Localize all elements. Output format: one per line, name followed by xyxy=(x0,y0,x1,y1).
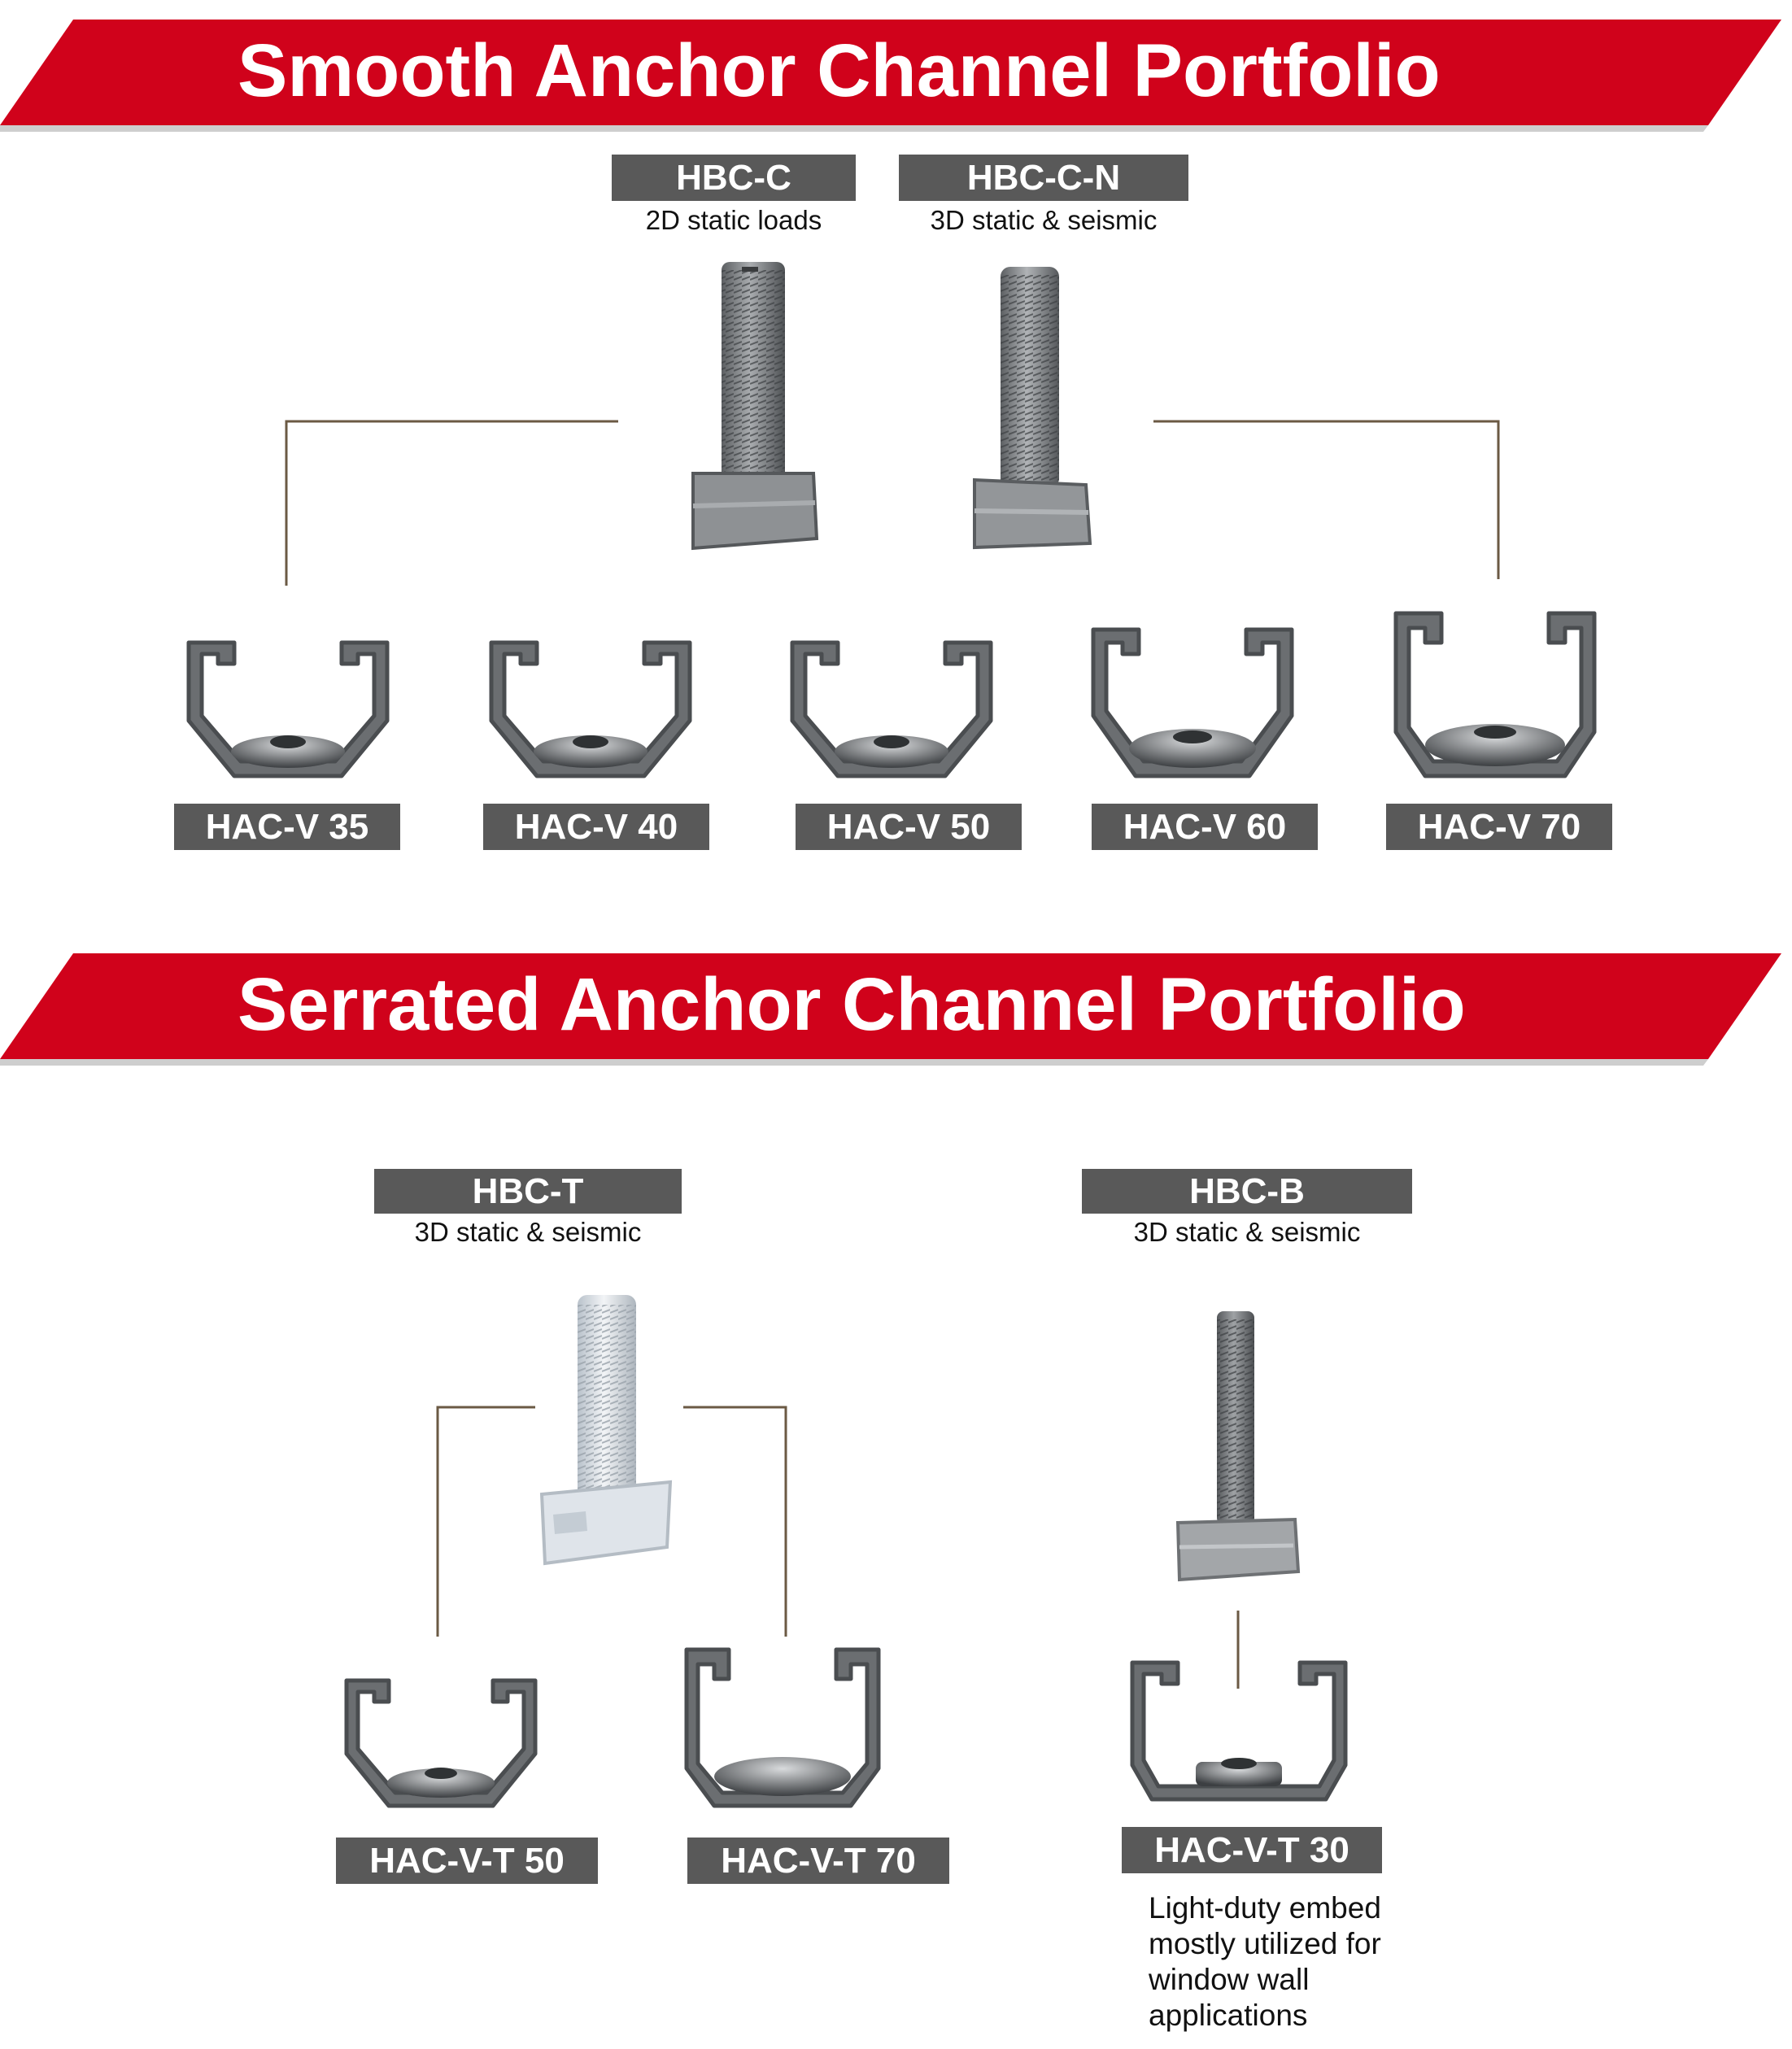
channel-label-hac-v-70: HAC-V 70 xyxy=(1386,804,1612,850)
anchor-channel-icon xyxy=(684,1647,881,1808)
anchor-channel-icon xyxy=(1091,627,1294,778)
bolt-desc-hbc-c: 2D static loads xyxy=(645,205,822,235)
note-line: window wall xyxy=(1149,1963,1310,1996)
t-bolt-icon xyxy=(973,267,1092,550)
serrated-banner: Serrated Anchor Channel Portfolio xyxy=(0,948,1792,1070)
note-line: applications xyxy=(1149,1999,1308,2032)
anchor-channel-icon xyxy=(790,640,993,778)
channel-label-hac-v-50: HAC-V 50 xyxy=(796,804,1022,850)
smooth-banner: Smooth Anchor Channel Portfolio xyxy=(0,15,1792,137)
banner-shape xyxy=(0,20,1781,132)
connector-lines xyxy=(285,420,1500,586)
serrated-title: Serrated Anchor Channel Portfolio xyxy=(238,963,1466,1046)
bolt-desc-hbc-b: 3D static & seismic xyxy=(1133,1217,1361,1247)
anchor-channel-icon xyxy=(1130,1660,1348,1802)
bolt-label-hbc-b: HBC-B xyxy=(1082,1169,1412,1214)
anchor-channel-icon xyxy=(489,640,692,778)
smooth-title: Smooth Anchor Channel Portfolio xyxy=(238,29,1441,112)
note-line: Light-duty embed xyxy=(1149,1891,1381,1925)
bolt-label-hbc-c: HBC-C xyxy=(612,155,856,201)
bolt-label-hbc-t: HBC-T xyxy=(374,1169,682,1214)
anchor-channel-icon xyxy=(1393,611,1597,778)
t-bolt-icon xyxy=(539,1295,673,1566)
channel-label-hac-v-t-50: HAC-V-T 50 xyxy=(336,1838,598,1884)
hac-v-t-30-note: Light-duty embed mostly utilized for win… xyxy=(1149,1890,1381,2034)
note-line: mostly utilized for xyxy=(1149,1927,1381,1960)
t-bolt-icon xyxy=(1175,1311,1301,1582)
channel-label-hac-v-35: HAC-V 35 xyxy=(174,804,400,850)
banner-shape xyxy=(0,953,1781,1066)
anchor-channel-icon xyxy=(344,1678,538,1808)
channel-label-hac-v-t-30: HAC-V-T 30 xyxy=(1122,1827,1382,1873)
bolt-desc-hbc-t: 3D static & seismic xyxy=(414,1217,642,1247)
channel-label-hac-v-t-70: HAC-V-T 70 xyxy=(687,1838,949,1884)
bolt-label-hbc-c-n: HBC-C-N xyxy=(899,155,1188,201)
channel-label-hac-v-40: HAC-V 40 xyxy=(483,804,709,850)
t-bolt-icon xyxy=(691,262,819,551)
connector-lines xyxy=(436,1406,1240,1689)
anchor-channel-icon xyxy=(186,640,390,778)
bolt-desc-hbc-c-n: 3D static & seismic xyxy=(930,205,1158,235)
channel-label-hac-v-60: HAC-V 60 xyxy=(1092,804,1318,850)
